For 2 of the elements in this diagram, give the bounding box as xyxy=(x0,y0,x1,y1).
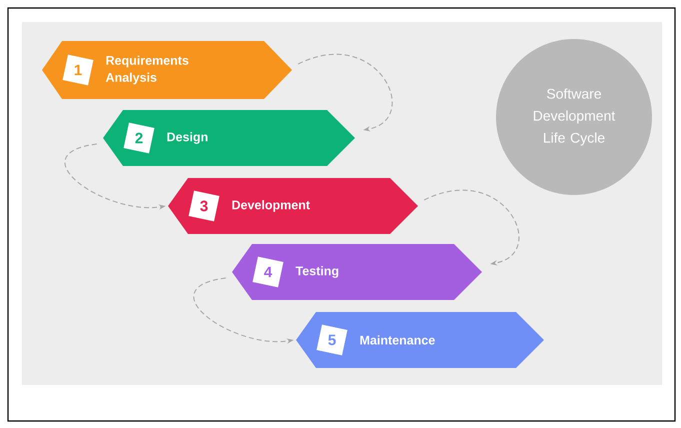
arrow xyxy=(424,190,520,266)
arrow xyxy=(298,54,393,132)
